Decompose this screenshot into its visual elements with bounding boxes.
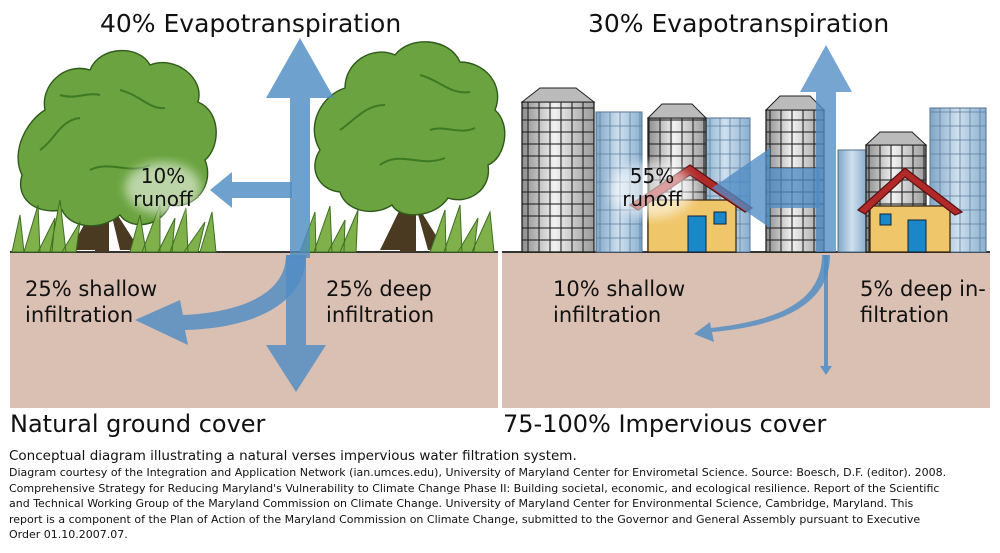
impervious-deep-line1: 5% deep in- xyxy=(860,277,986,301)
natural-runoff-glow xyxy=(125,162,201,214)
impervious-evapotranspiration-arrow xyxy=(800,45,852,252)
impervious-evapotranspiration-label: 30% Evapotranspiration xyxy=(588,9,890,38)
impervious-shallow-infiltration-label: 10% shallow infiltration xyxy=(553,276,685,328)
natural-shallow-infiltration-label: 25% shallow infiltration xyxy=(25,276,157,328)
impervious-runoff-arrow xyxy=(712,148,820,228)
impervious-soil xyxy=(502,252,990,408)
caption-title: Conceptual diagram illustrating a natura… xyxy=(9,448,577,464)
natural-evapotranspiration-arrow xyxy=(266,38,334,258)
caption-credit-line: and Technical Working Group of the Maryl… xyxy=(9,497,914,510)
right-house xyxy=(856,167,964,253)
natural-deep-infiltration-arrow xyxy=(266,255,326,392)
natural-soil xyxy=(10,252,498,408)
impervious-deep-infiltration-label: 5% deep in- filtration xyxy=(860,276,986,328)
impervious-deep-line2: filtration xyxy=(860,303,950,327)
natural-runoff-word: runoff xyxy=(133,187,193,211)
caption: Conceptual diagram illustrating a natura… xyxy=(9,448,994,543)
impervious-shallow-line1: 10% shallow xyxy=(553,277,686,301)
impervious-shallow-infiltration-arrow xyxy=(694,255,830,342)
caption-credit-line: report is a component of the Plan of Act… xyxy=(9,512,921,526)
left-house xyxy=(628,164,754,253)
natural-deep-line1: 25% deep xyxy=(326,277,432,301)
natural-runoff-arrow xyxy=(210,172,292,208)
natural-runoff-percent: 10% xyxy=(140,164,186,188)
natural-shallow-line2: infiltration xyxy=(25,303,134,327)
natural-deep-infiltration-label: 25% deep infiltration xyxy=(326,276,434,328)
natural-deep-line2: infiltration xyxy=(326,303,435,327)
natural-shallow-line1: 25% shallow xyxy=(25,277,158,301)
caption-credit-line: Comprehensive Strategy for Reducing Mary… xyxy=(9,481,940,495)
impervious-runoff-label: 55% runoff xyxy=(612,165,692,211)
ground-plants xyxy=(11,199,495,253)
natural-shallow-infiltration-arrow xyxy=(135,255,306,345)
natural-cover-label: Natural ground cover xyxy=(10,410,266,438)
impervious-deep-infiltration-arrow xyxy=(820,255,832,375)
impervious-runoff-percent: 55% xyxy=(629,164,675,188)
right-tree xyxy=(313,41,506,252)
caption-credit-line: Diagram courtesy of the Integration and … xyxy=(9,466,947,479)
impervious-runoff-word: runoff xyxy=(622,187,682,211)
caption-credit-line: Order 01.10.2007.07. xyxy=(9,528,128,541)
impervious-shallow-line2: infiltration xyxy=(553,303,662,327)
impervious-cover-label: 75-100% Impervious cover xyxy=(503,410,827,438)
natural-runoff-label: 10% runoff xyxy=(128,165,198,211)
natural-evapotranspiration-label: 40% Evapotranspiration xyxy=(100,9,402,38)
impervious-runoff-glow xyxy=(610,162,694,218)
